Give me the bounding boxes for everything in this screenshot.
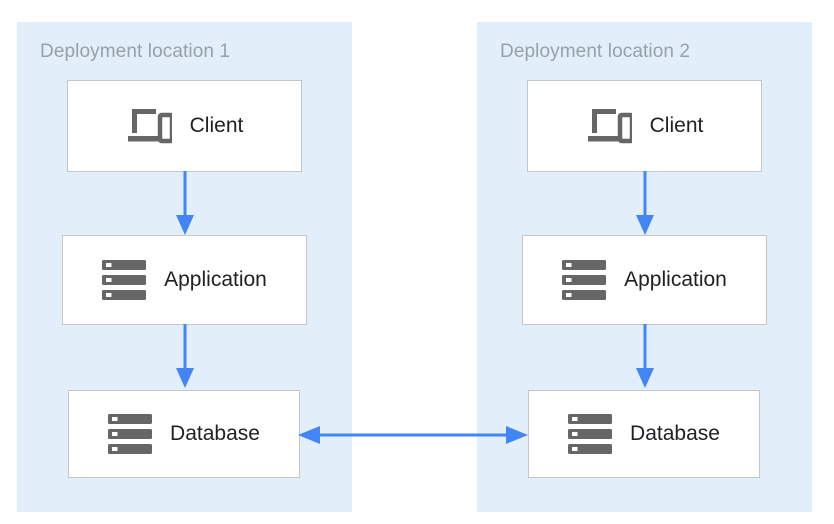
node-application-1-label: Application <box>164 268 267 291</box>
node-application-1-content: Application <box>102 259 267 301</box>
node-client-1-content: Client <box>126 105 244 147</box>
deployment-location-1-panel: Deployment location 1 Client <box>17 22 352 512</box>
server-icon <box>562 260 607 300</box>
devices-icon <box>587 109 632 144</box>
node-client-2[interactable]: Client <box>527 80 762 172</box>
node-client-1[interactable]: Client <box>67 80 302 172</box>
node-application-2-label: Application <box>624 268 727 291</box>
node-database-1[interactable]: Database <box>68 390 300 478</box>
server-icon <box>568 414 613 454</box>
node-application-1[interactable]: Application <box>62 235 307 325</box>
node-database-2-content: Database <box>568 413 720 455</box>
deployment-location-2-panel: Deployment location 2 Client <box>477 22 812 512</box>
node-database-2[interactable]: Database <box>528 390 760 478</box>
node-client-1-label: Client <box>189 114 244 137</box>
panel-title-location-1: Deployment location 1 <box>40 41 231 62</box>
node-database-2-label: Database <box>630 422 720 445</box>
node-client-2-content: Client <box>586 105 704 147</box>
server-icon <box>102 260 147 300</box>
devices-icon <box>127 109 172 144</box>
panel-title-location-2: Deployment location 2 <box>500 41 691 62</box>
node-application-2-content: Application <box>562 259 727 301</box>
node-database-1-content: Database <box>108 413 260 455</box>
server-icon <box>108 414 153 454</box>
node-application-2[interactable]: Application <box>522 235 767 325</box>
node-client-2-label: Client <box>649 114 704 137</box>
node-database-1-label: Database <box>170 422 260 445</box>
